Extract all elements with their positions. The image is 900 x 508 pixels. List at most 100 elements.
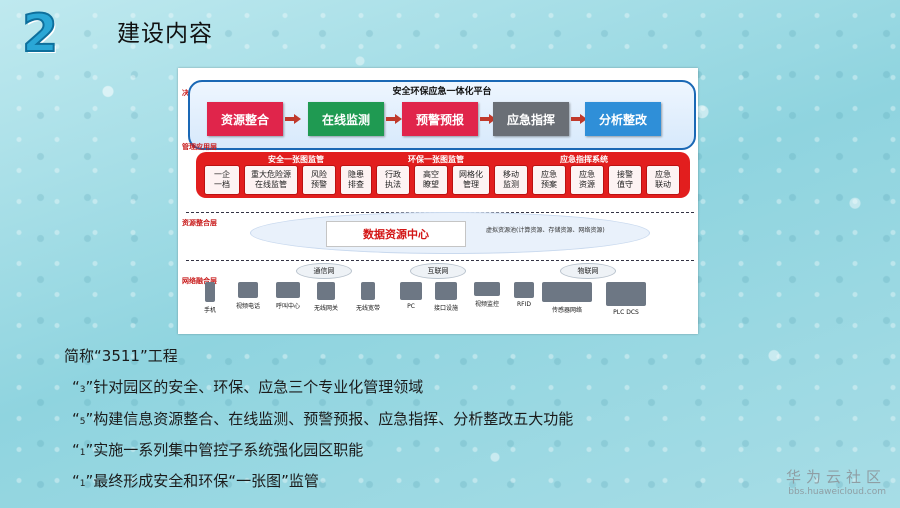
quote-mark: “ [72,472,80,490]
content-item-text: 实施一系列集中管控子系统强化园区职能 [93,441,364,459]
layer-label-resource: 资源整合层 [182,219,217,227]
device-label: PLC DCS [613,309,639,316]
device-label: 传感器网络 [551,307,582,314]
arrow-right-icon [285,114,301,124]
content-item-number: 1 [79,479,86,489]
management-item-label: 资源 [579,180,595,189]
watermark: 华为云社区 bbs.huaweicloud.com [786,466,886,497]
content-item-text: 最终形成安全和环保“一张图”监管 [93,472,319,490]
device-icon [514,282,534,298]
management-item-label: 风险 [311,170,327,179]
device-icon [542,282,592,302]
management-item: 移动监测 [494,165,528,195]
device-label: PC [407,303,415,310]
management-item-label: 监测 [503,180,519,189]
device-icon [317,282,335,300]
management-item: 隐患排查 [340,165,372,195]
quote-mark: ” [85,472,94,490]
device-item: PLC DCS [606,282,646,316]
device-icon [238,282,258,298]
management-item: 一企一档 [204,165,240,195]
management-item-label: 隐患 [348,170,364,179]
management-item: 风险预警 [302,165,336,195]
device-item: 视频电话 [236,282,260,310]
device-item: 传感器网络 [542,282,592,314]
content-item-number: 3 [79,385,86,395]
management-item: 应急资源 [570,165,604,195]
content-item: “3”针对园区的安全、环保、应急三个专业化管理领域 [72,376,423,397]
device-icon [361,282,375,300]
management-item: 重大危险源在线监管 [244,165,298,195]
management-item-label: 执法 [385,180,401,189]
device-icon [474,282,500,296]
management-item-label: 应急 [655,170,671,179]
content-item-text: 针对园区的安全、环保、应急三个专业化管理领域 [93,378,424,396]
device-item: RFID [514,282,534,308]
function-box: 在线监测 [308,102,384,136]
management-item-label: 值守 [617,180,633,189]
management-group-emergency: 应急指挥系统 [560,155,608,164]
management-item-label: 网格化 [459,170,483,179]
device-item: 无线宽带 [356,282,380,312]
content-item: “1”最终形成安全和环保“一张图”监管 [72,470,319,491]
management-item-label: 行政 [385,170,401,179]
slide-number: 2 [21,3,59,65]
management-item: 应急联动 [646,165,680,195]
resource-pool-note: 虚拟资源池(计算资源、存储资源、网络资源) [486,227,605,234]
management-item-label: 联动 [655,180,671,189]
device-icon [606,282,646,306]
watermark-name: 华为云社区 [785,468,886,486]
arrow-right-icon [571,114,587,124]
device-label: 接口设施 [434,305,459,312]
management-item-label: 重大危险源 [251,170,291,179]
function-box: 资源整合 [207,102,283,136]
quote-mark: ” [85,441,94,459]
network-cloud-internet: 互联网 [410,263,466,279]
platform-title: 安全环保应急一体化平台 [392,87,492,97]
management-box: 安全一张图监管 环保一张图监管 应急指挥系统 一企一档重大危险源在线监管风险预警… [196,152,690,198]
arrow-right-icon [386,114,402,124]
management-item-label: 接警 [617,170,633,179]
content-item-number: 5 [79,417,86,427]
device-label: 呼叫中心 [276,303,301,310]
content-item-text: 构建信息资源整合、在线监测、预警预报、应急指挥、分析整改五大功能 [93,410,574,428]
management-item-label: 预案 [541,180,557,189]
management-item-label: 瞭望 [423,180,439,189]
device-icon [205,282,215,302]
management-item-label: 一企 [214,170,230,179]
quote-mark: “ [72,410,80,428]
device-icon [400,282,422,300]
management-item-label: 应急 [541,170,557,179]
quote-mark: ” [85,378,94,396]
device-icon [435,282,457,300]
slide-title: 建设内容 [117,21,213,47]
content-item-number: 1 [79,448,86,458]
layer-label-network: 网络融合层 [182,277,217,285]
function-box: 分析整改 [585,102,661,136]
device-item: 手机 [204,282,216,314]
device-item: 接口设施 [434,282,458,312]
device-label: 视频电话 [236,303,261,310]
management-item-label: 管理 [463,180,479,189]
device-item: 视频监控 [474,282,500,308]
device-label: 无线网关 [314,305,339,312]
management-item-label: 高空 [423,170,439,179]
management-item-label: 应急 [579,170,595,179]
layer-divider [186,260,694,261]
content-item: “5”构建信息资源整合、在线监测、预警预报、应急指挥、分析整改五大功能 [72,408,573,429]
management-item-label: 一档 [214,180,230,189]
platform-box: 安全环保应急一体化平台 资源整合在线监测预警预报应急指挥分析整改 [188,80,696,150]
watermark-url: bbs.huaweicloud.com [788,487,886,497]
device-label: 手机 [204,307,217,314]
management-item-label: 排查 [348,180,364,189]
management-item: 行政执法 [376,165,410,195]
device-label: 无线宽带 [356,305,381,312]
arrow-right-icon [480,114,496,124]
device-label: 视频监控 [474,301,499,308]
management-item: 网格化管理 [452,165,490,195]
management-item-label: 预警 [311,180,327,189]
device-label: RFID [516,301,531,308]
device-item: 呼叫中心 [276,282,300,310]
device-icon [276,282,300,298]
